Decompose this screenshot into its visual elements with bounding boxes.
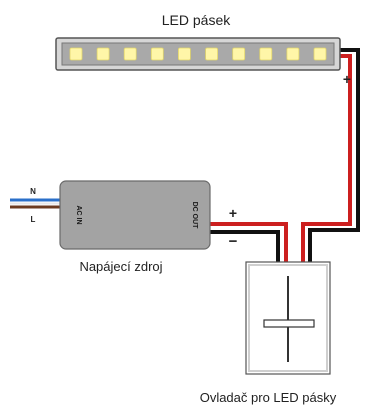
led-chip bbox=[286, 47, 300, 61]
led-strip bbox=[55, 37, 341, 71]
power-supply: AC IN DC OUT bbox=[59, 180, 211, 250]
supply-positive-wire bbox=[210, 222, 288, 262]
strip-positive-wire bbox=[301, 54, 352, 262]
controller bbox=[245, 261, 331, 375]
led-chip bbox=[69, 47, 83, 61]
led-chip bbox=[150, 47, 164, 61]
led-strip-label: LED pásek bbox=[162, 12, 231, 28]
neutral-terminal-label: N bbox=[30, 187, 36, 196]
led-group bbox=[69, 47, 327, 61]
power-supply-label: Napájecí zdroj bbox=[79, 259, 162, 274]
controller-frame-shade bbox=[248, 264, 328, 372]
strip-plus-sign: + bbox=[343, 71, 351, 87]
led-chip bbox=[259, 47, 273, 61]
led-chip bbox=[232, 47, 246, 61]
led-chip bbox=[313, 47, 327, 61]
led-chip bbox=[177, 47, 191, 61]
power-supply-body bbox=[59, 180, 211, 250]
supply-plus-sign: + bbox=[229, 205, 237, 221]
led-chip bbox=[96, 47, 110, 61]
led-chip bbox=[205, 47, 219, 61]
supply-minus-sign: − bbox=[229, 233, 238, 250]
live-terminal-label: L bbox=[31, 215, 36, 224]
power-supply-input-marking: AC IN bbox=[75, 205, 82, 224]
strip-negative-wire bbox=[308, 48, 360, 262]
power-supply-output-marking: DC OUT bbox=[191, 202, 198, 230]
supply-wire-gap bbox=[210, 227, 283, 262]
strip-wire-gap bbox=[305, 52, 355, 262]
controller-label: Ovladač pro LED pásky bbox=[200, 390, 337, 405]
supply-negative-wire bbox=[210, 230, 280, 262]
controller-slider-knob bbox=[263, 319, 315, 328]
led-chip bbox=[123, 47, 137, 61]
